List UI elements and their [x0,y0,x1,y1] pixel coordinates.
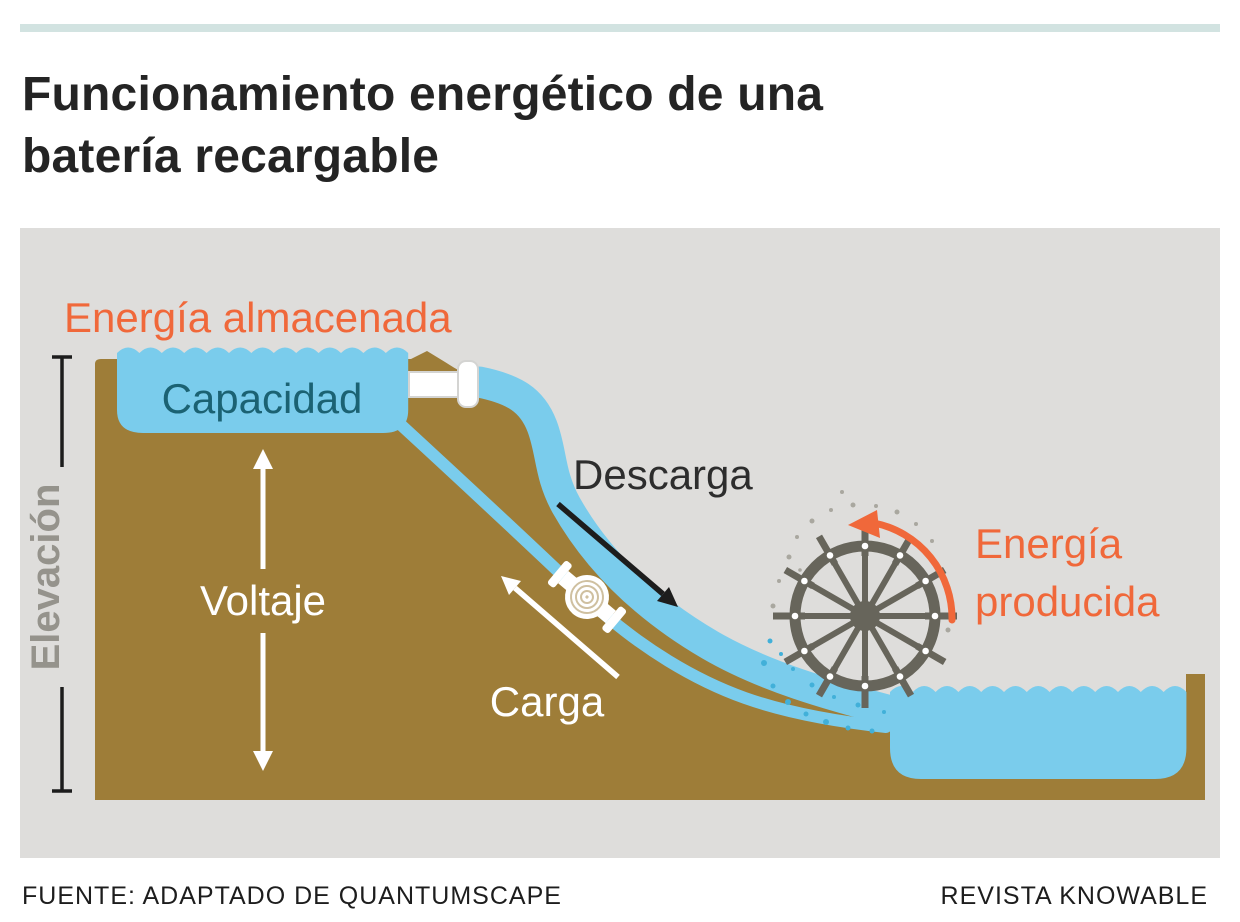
pump-ring-outer [570,580,604,614]
label-stored-energy: Energía almacenada [64,294,452,341]
upper-reservoir [117,347,409,433]
pump-ring-inner [580,590,594,604]
spray-dots [770,490,951,633]
pump-icon [547,561,627,633]
voltage-arrowhead-up [253,449,273,469]
page-title: Funcionamiento energético de una batería … [22,64,1122,188]
voltage-arrow [253,449,273,771]
label-produced-energy-line1: Energía [975,520,1123,567]
top-accent-bar [20,24,1220,32]
discharge-arrowhead [657,587,678,607]
publisher-credit: REVISTA KNOWABLE [940,882,1208,910]
pump-flange-left [547,561,572,588]
pump-stub-left [558,570,580,593]
hillside [95,351,1205,800]
page-title-line2: batería recargable [22,130,440,183]
label-produced-energy-line2: producida [975,578,1160,625]
voltage-arrowhead-down [253,751,273,771]
charge-arrow [501,576,620,680]
pump-stub-right [594,601,616,624]
source-credit: FUENTE: ADAPTADO DE QUANTUMSCAPE [22,882,562,910]
rotation-arrowhead [848,510,880,538]
battery-energy-diagram: Energía almacenada Capacidad Voltaje Des… [20,228,1220,858]
wheel-bolts [791,542,939,690]
label-elevation: Elevación [24,484,68,671]
label-capacity: Capacidad [162,375,363,422]
pump-center-dot [585,595,589,599]
label-charge: Carga [490,678,605,725]
discharge-channel [463,366,907,727]
pump-ring-middle [575,585,599,609]
lower-reservoir [890,686,1187,779]
label-discharge: Descarga [573,451,753,498]
wheel-hub [850,601,880,631]
water-splash-dots [761,638,886,734]
outlet-pipe [408,360,479,408]
discharge-arrow [556,501,678,607]
label-voltage: Voltaje [200,577,326,624]
footer: FUENTE: ADAPTADO DE QUANTUMSCAPE REVISTA… [22,882,1208,911]
charge-arrowhead [501,576,521,595]
page-title-line1: Funcionamiento energético de una [22,68,824,121]
outlet-pipe-bar [408,371,463,398]
elevation-ruler [52,355,72,793]
outlet-pipe-cap [457,360,479,408]
pump-flange-right [602,606,627,633]
rotation-arrow [848,510,956,624]
